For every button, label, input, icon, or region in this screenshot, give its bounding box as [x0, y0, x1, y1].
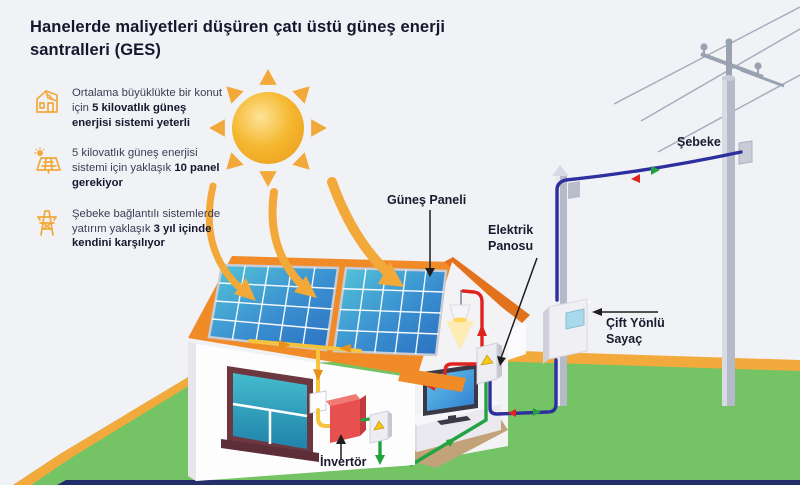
pole-junction-box — [738, 140, 753, 165]
fact-text: Şebeke bağlantılı sistemlerde yatırım ya… — [72, 207, 221, 250]
window — [221, 366, 319, 462]
power-tower-icon — [32, 207, 62, 237]
meter-screen — [565, 308, 585, 330]
side-wall — [188, 341, 196, 481]
fact-list: Ortalama büyüklükte bir konut için 5 kil… — [32, 86, 228, 267]
export-arrow — [651, 166, 660, 175]
label-inverter: İnvertör — [320, 455, 367, 469]
right-wall-edge — [508, 322, 526, 360]
fact-text: Ortalama büyüklükte bir konut için 5 kil… — [72, 87, 223, 129]
fact-text: 5 kilovatlık güneş enerjisi sistemi için… — [72, 147, 220, 189]
page-title: Hanelerde maliyetleri düşüren çatı üstü … — [30, 18, 446, 60]
warning-icon — [373, 420, 385, 431]
solar-panel-sun-icon — [32, 146, 62, 176]
sun-icon — [209, 69, 327, 187]
bidirectional-meter — [543, 298, 592, 364]
label-electric-panel: Elektrik Panosu — [488, 223, 534, 253]
dc-connector-box — [309, 390, 327, 414]
import-arrow — [631, 174, 640, 183]
label-solar-panel: Güneş Paneli — [387, 193, 467, 207]
meter-cable-arrows — [508, 408, 541, 417]
pendant-lamp — [446, 290, 474, 350]
electric-panel-box — [476, 342, 502, 385]
sunlight-arrows — [205, 177, 404, 301]
list-item: Şebeke bağlantılı sistemlerde yatırım ya… — [32, 207, 228, 251]
grid-cable — [555, 150, 743, 302]
eave-fascia — [398, 368, 466, 392]
inverter-box — [326, 394, 366, 443]
label-pointers — [336, 210, 658, 460]
solar-house-icon — [32, 86, 62, 116]
pole-connector-box — [568, 181, 580, 199]
solar-panel-array-right — [332, 266, 448, 357]
ac-junction-box — [360, 410, 392, 465]
warning-icon — [480, 354, 494, 366]
footer-bar — [57, 480, 800, 485]
list-item: Ortalama büyüklükte bir konut için 5 kil… — [32, 86, 228, 130]
roof-rake — [444, 257, 530, 323]
dc-cable — [248, 339, 362, 428]
label-meter: Çift Yönlü Sayaç — [606, 316, 665, 346]
label-grid: Şebeke — [677, 135, 721, 149]
house — [188, 256, 558, 481]
utility-pole — [700, 38, 785, 406]
list-item: 5 kilovatlık güneş enerjisi sistemi için… — [32, 146, 228, 190]
